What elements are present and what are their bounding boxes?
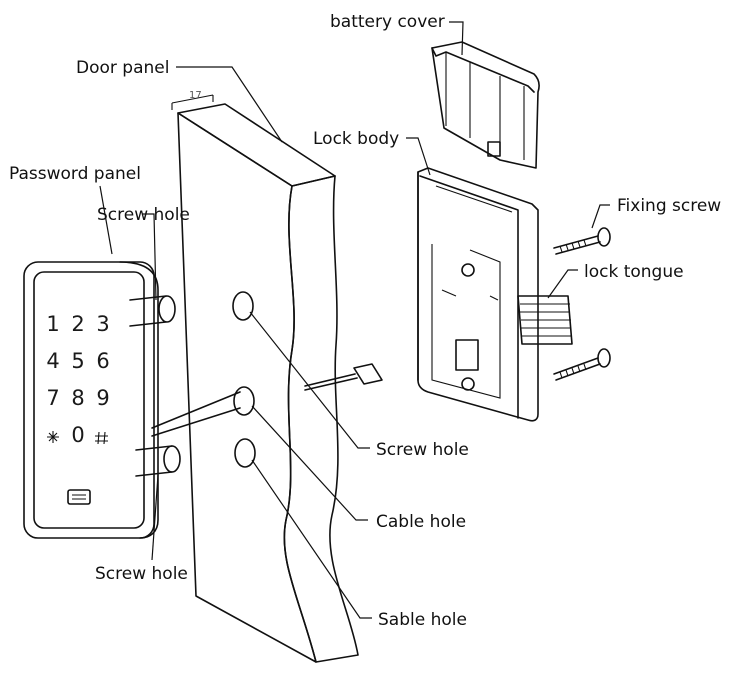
key-9: 9: [96, 386, 109, 410]
label-fixing-screw: Fixing screw: [617, 196, 721, 216]
cable-hole-door: [233, 386, 255, 416]
dimension-label: 17: [189, 90, 202, 101]
label-screw-hole-mid: Screw hole: [376, 440, 469, 460]
key-7: 7: [46, 386, 59, 410]
key-1: 1: [46, 312, 59, 336]
label-cable-hole: Cable hole: [376, 512, 466, 532]
label-lock-body: Lock body: [313, 129, 399, 149]
leader-lines: [99, 21, 610, 619]
key-2: 2: [71, 312, 84, 336]
fixing-screw-top: [553, 227, 611, 255]
key-5: 5: [71, 349, 84, 373]
cable-connector: [304, 363, 383, 391]
label-screw-hole-bottom: Screw hole: [95, 564, 188, 584]
label-password-panel: Password panel: [9, 164, 141, 184]
label-sable-hole: Sable hole: [378, 610, 467, 630]
screw-hole-door: [232, 291, 254, 321]
key-3: 3: [96, 312, 109, 336]
key-0: 0: [71, 423, 84, 447]
label-lock-tongue: lock tongue: [584, 262, 684, 282]
label-screw-hole-top: Screw hole: [97, 205, 190, 225]
card-reader-icon: [67, 489, 91, 505]
key-4: 4: [46, 349, 59, 373]
lock-body: [417, 167, 573, 422]
lock-tongue: [517, 295, 573, 345]
battery-cover: [431, 41, 540, 169]
key-6: 6: [96, 349, 109, 373]
sable-hole-door: [234, 438, 256, 468]
key-8: 8: [71, 386, 84, 410]
key-hash-icon: [95, 431, 108, 445]
label-door-panel: Door panel: [76, 58, 169, 78]
keypad: 1 2 3 4 5 6 7 8 9 0: [46, 312, 109, 447]
key-star-icon: [47, 431, 59, 443]
password-panel: 1 2 3 4 5 6 7 8 9 0: [23, 261, 241, 539]
fixing-screw-bottom: [553, 348, 611, 381]
label-battery-cover: battery cover: [330, 12, 445, 32]
door-panel: 17: [171, 90, 359, 663]
